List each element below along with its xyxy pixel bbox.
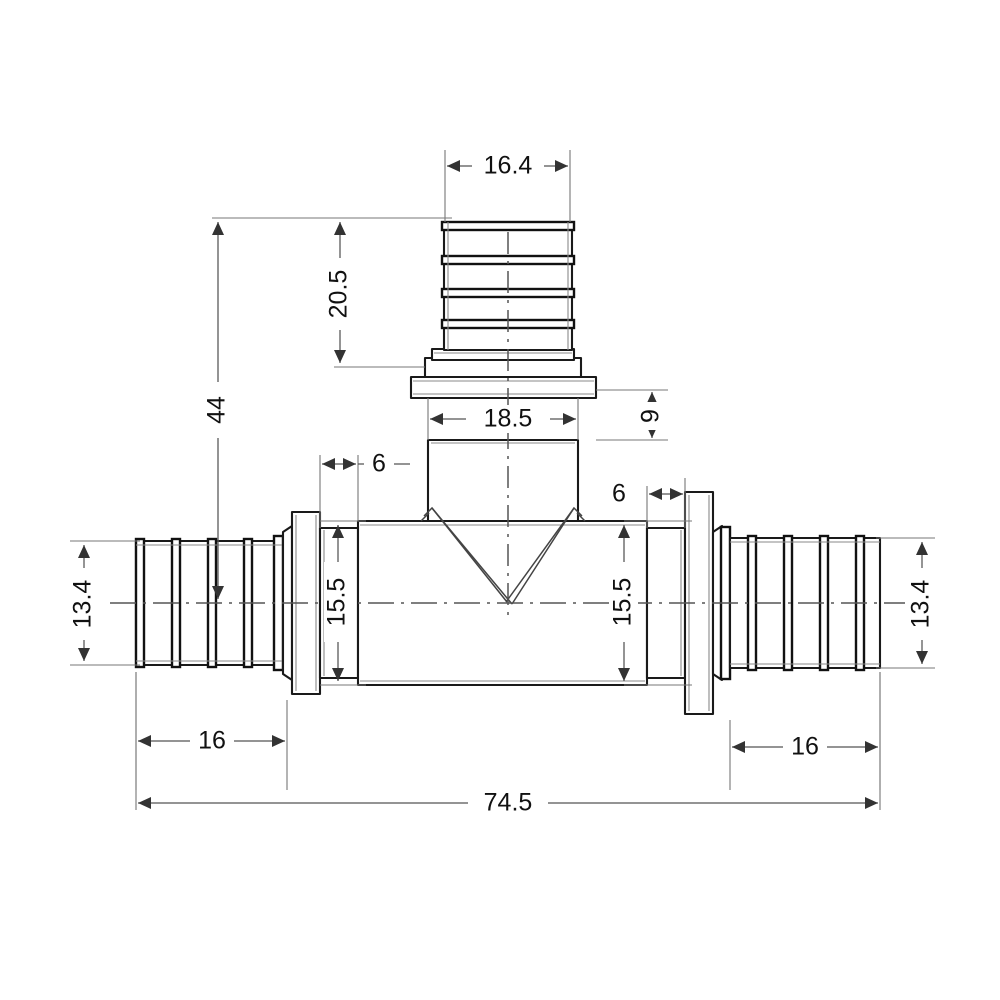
dimension-label-16-left: 16 <box>198 727 226 755</box>
dimension-overall-height: 44 <box>203 217 452 599</box>
dimension-label-18-5: 18.5 <box>484 405 533 433</box>
part-geometry <box>110 220 905 716</box>
dimension-label-15-5-right: 15.5 <box>609 578 637 627</box>
dimension-label-44: 44 <box>203 396 231 424</box>
branch-riser-body <box>426 438 580 523</box>
dimension-label-6-right: 6 <box>612 480 626 508</box>
branch-flange <box>409 375 598 400</box>
dimension-label-16-right: 16 <box>791 733 819 761</box>
dimension-branch-barb-diameter: 16.4 <box>444 150 571 222</box>
dimension-right-barb-length: 16 <box>729 672 881 790</box>
dimension-overall-length: 74.5 <box>135 672 881 817</box>
dimension-label-6-left: 6 <box>372 450 386 478</box>
dimension-right-barb-diameter: 13.4 <box>876 537 936 669</box>
dimension-label-9: 9 <box>637 409 665 423</box>
dimension-left-shoulder-width: 6 <box>319 450 410 528</box>
dimension-branch-barb-height: 20.5 <box>325 217 452 368</box>
dimension-label-15-5-left: 15.5 <box>323 578 351 627</box>
dimension-label-20-5: 20.5 <box>325 270 353 319</box>
branch-neck <box>423 347 583 379</box>
dimension-right-shoulder-width: 6 <box>604 478 686 528</box>
dimension-left-barb-diameter: 13.4 <box>69 540 140 666</box>
dimension-label-13-4-left: 13.4 <box>69 580 97 629</box>
dimension-label-16-4: 16.4 <box>484 152 533 180</box>
dimension-label-74-5: 74.5 <box>484 789 533 817</box>
dimension-left-run-radius: 15.5 <box>320 520 366 686</box>
bore-transition-v <box>420 506 586 605</box>
dimension-left-barb-length: 16 <box>135 672 288 790</box>
dimension-branch-body-width: 18.5 <box>427 398 579 440</box>
dimension-flange-thickness: 9 <box>596 389 668 441</box>
dimension-right-run-radius: 15.5 <box>609 520 692 686</box>
dimension-label-13-4-right: 13.4 <box>907 580 935 629</box>
